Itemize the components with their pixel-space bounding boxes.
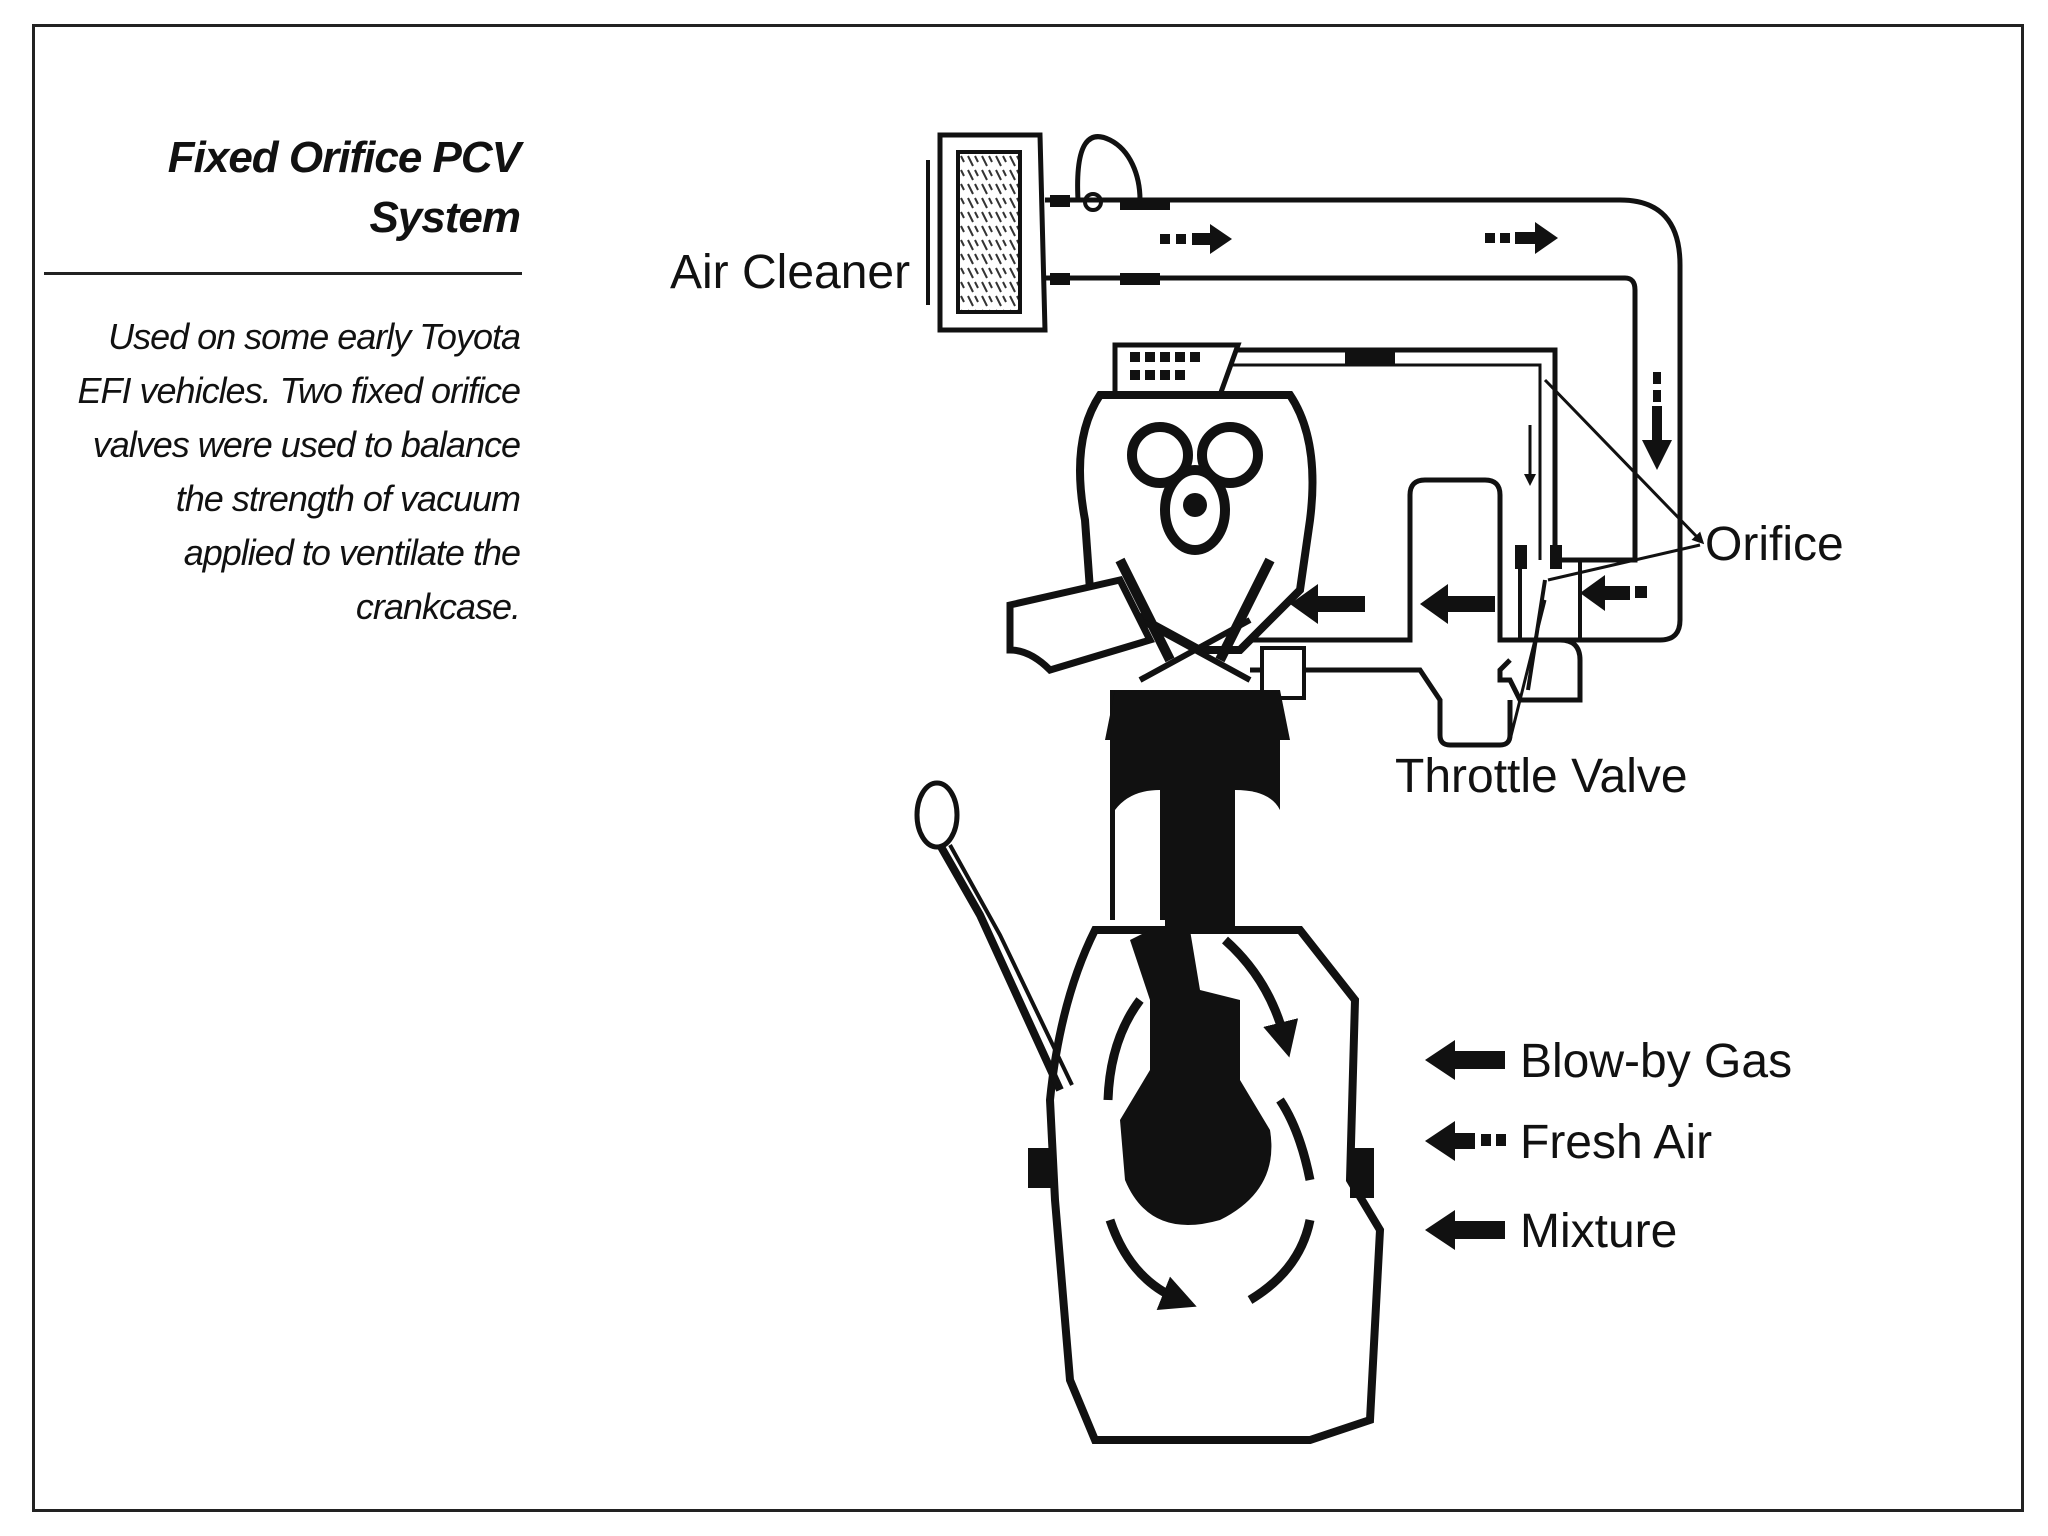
air-filter-element bbox=[956, 150, 1022, 314]
crankcase-flow-arrows bbox=[1103, 936, 1315, 1311]
legend-blow-by-gas: Blow-by Gas bbox=[1425, 1035, 1792, 1088]
fresh-air-arrows bbox=[1160, 222, 1672, 470]
legend-fresh-air: Fresh Air bbox=[1425, 1116, 1712, 1169]
legend-label-blow-by-gas: Blow-by Gas bbox=[1520, 1035, 1792, 1088]
spark-plug bbox=[1260, 646, 1306, 700]
engine-block bbox=[1105, 646, 1306, 940]
figure-frame bbox=[32, 24, 2024, 1512]
throttle-valve-leader bbox=[1508, 599, 1547, 741]
fresh-air-duct bbox=[1045, 195, 1683, 643]
legend-label-fresh-air: Fresh Air bbox=[1520, 1116, 1712, 1169]
crankcase bbox=[1028, 926, 1385, 1444]
legend: Blow-by Gas Fresh Air Mixture bbox=[1425, 1035, 1792, 1258]
piston-and-rod bbox=[1120, 930, 1272, 1225]
legend-mixture: Mixture bbox=[1425, 1205, 1677, 1258]
orifice-label: Orifice bbox=[1705, 518, 1844, 571]
exhaust-manifold bbox=[1006, 575, 1155, 674]
sidebar-divider bbox=[44, 272, 522, 275]
pcv-hose bbox=[1115, 347, 1558, 560]
dipstick bbox=[914, 780, 1074, 1092]
throttle-valve-label: Throttle Valve bbox=[1395, 750, 1688, 803]
sidebar-title: Fixed Orifice PCV System bbox=[167, 133, 521, 242]
cylinder-head bbox=[1006, 342, 1317, 683]
sidebar-description: Used on some early Toyota EFI vehicles. … bbox=[77, 316, 521, 627]
orifice-leader-lower bbox=[1547, 543, 1701, 582]
orifice-leader-upper bbox=[1543, 378, 1705, 545]
air-cleaner-label: Air Cleaner bbox=[670, 246, 910, 299]
orifice-lower bbox=[1515, 545, 1527, 569]
legend-label-mixture: Mixture bbox=[1520, 1205, 1677, 1258]
intake-flow-arrows bbox=[1290, 575, 1647, 624]
air-cleaner bbox=[926, 132, 1143, 333]
